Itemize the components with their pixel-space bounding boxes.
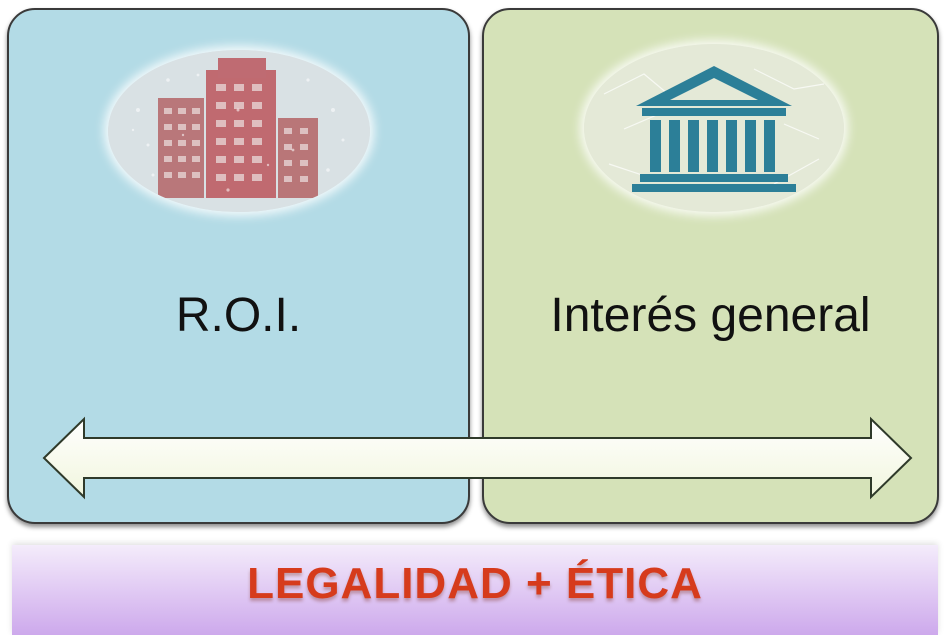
- legality-ethics-banner: LEGALIDAD + ÉTICA: [12, 545, 938, 635]
- banner-text: LEGALIDAD + ÉTICA: [247, 559, 703, 608]
- general-interest-label: Interés general: [550, 289, 871, 342]
- office-buildings-icon: [108, 50, 370, 212]
- double-headed-arrow: [42, 416, 913, 500]
- roi-label: R.O.I.: [175, 289, 302, 342]
- government-building-icon: [584, 44, 844, 212]
